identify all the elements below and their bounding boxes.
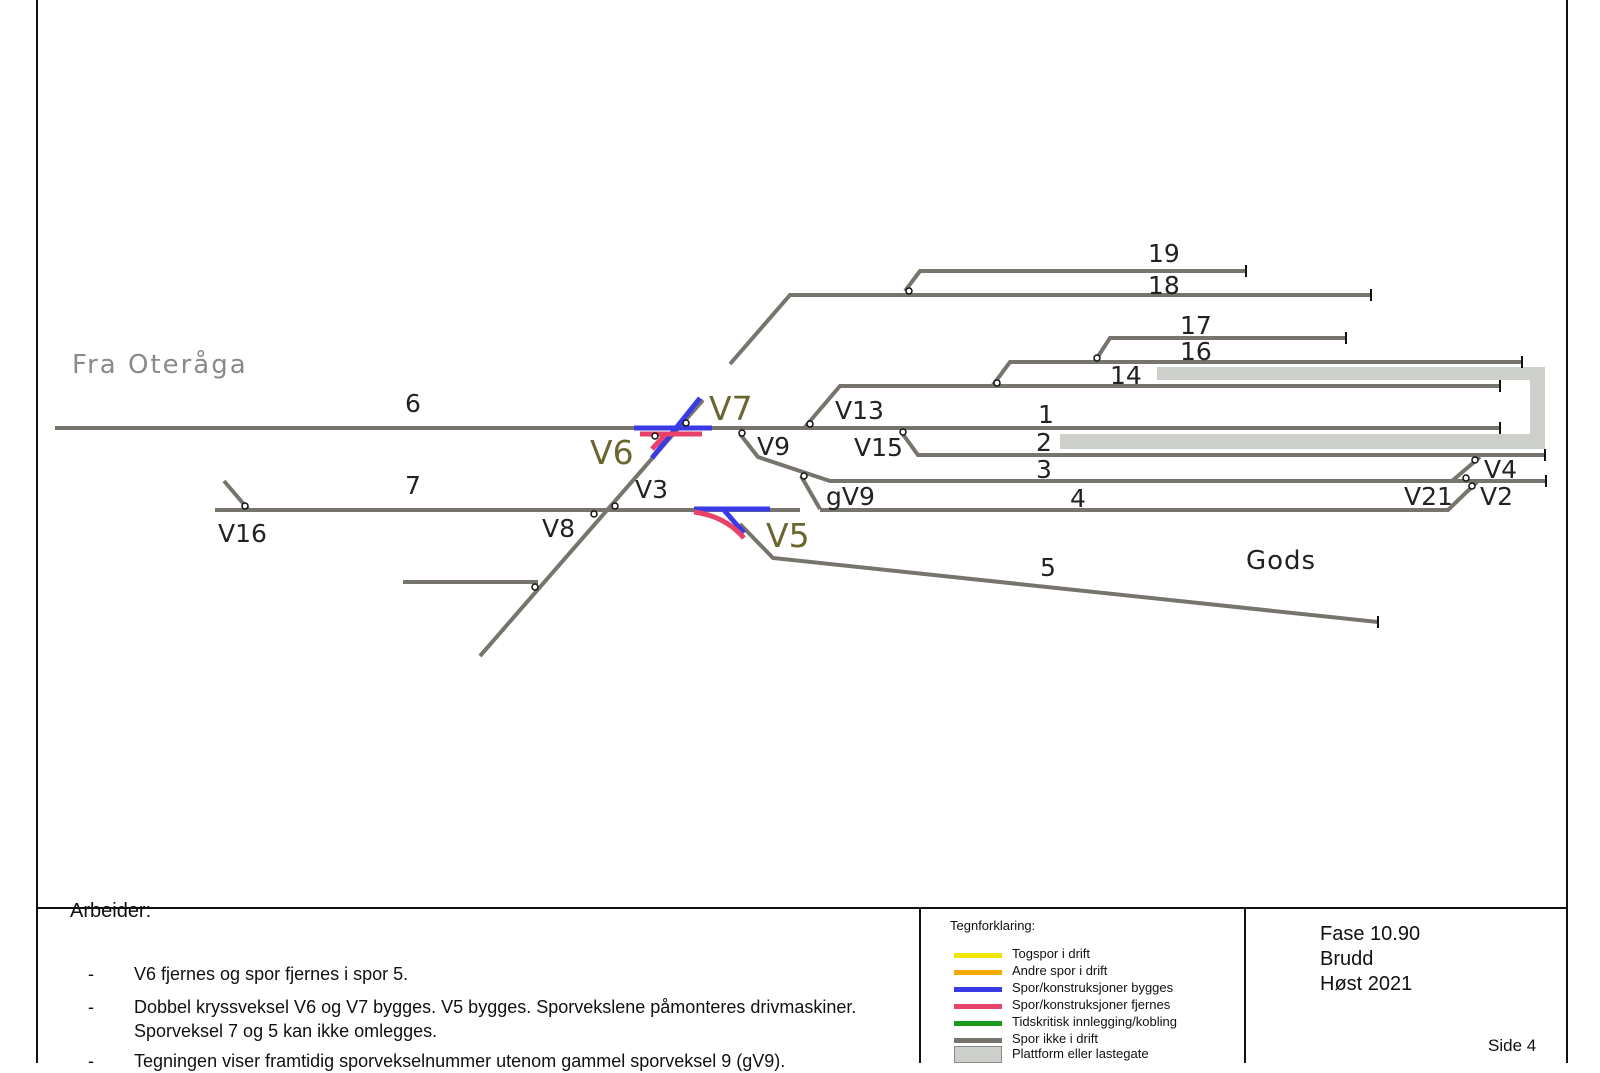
legend-label: Spor/konstruksjoner bygges [1012, 980, 1174, 995]
legend-swatch [954, 1021, 1002, 1026]
legend-swatch [954, 1038, 1002, 1043]
phase-block: Fase 10.90 Brudd Høst 2021 [1320, 922, 1420, 997]
work-item-text: V6 fjernes og spor fjernes i spor 5. [134, 964, 409, 984]
track-17 [1093, 336, 1346, 363]
list-dash: - [88, 1051, 94, 1071]
track-diagram: Fra Oteråga 19 18 17 16 14 6 1 2 3 7 4 5… [55, 239, 1547, 658]
phase-season: Høst 2021 [1320, 973, 1413, 995]
track-label-2: 2 [1036, 428, 1052, 457]
legend-label: Tidskritisk innlegging/kobling [1012, 1014, 1177, 1029]
legend-swatch [954, 1046, 1002, 1063]
switch-label-v16: V16 [218, 519, 267, 548]
work-item-text: Tegningen viser framtidig sporvekselnumm… [134, 1051, 786, 1071]
legend-label: Andre spor i drift [1012, 963, 1108, 978]
track-label-6: 6 [405, 389, 421, 418]
list-dash: - [88, 964, 94, 984]
track-label-1: 1 [1038, 400, 1054, 429]
switch-label-gv9: gV9 [826, 482, 875, 511]
list-dash: - [88, 997, 94, 1017]
track-gv9 [799, 475, 822, 510]
goods-label: Gods [1246, 546, 1316, 576]
legend-swatch [954, 970, 1002, 975]
switch-points [241, 287, 1479, 591]
switch-label-v21: V21 [1404, 482, 1453, 511]
tracks-not-in-service [55, 269, 1546, 658]
work-item-text: Dobbel kryssveksel V6 og V7 bygges. V5 b… [134, 997, 857, 1041]
track-16 [991, 360, 1522, 387]
switch-label-v7: V7 [709, 389, 753, 428]
constructions-removed [640, 431, 746, 540]
switch-label-v8: V8 [542, 514, 575, 543]
phase-number: Fase 10.90 [1320, 923, 1421, 945]
works-heading: Arbeider: [70, 900, 152, 922]
track-label-17: 17 [1180, 311, 1212, 340]
track-2 [900, 431, 1545, 457]
track-label-3: 3 [1036, 455, 1052, 484]
legend-label: Togspor i drift [1012, 946, 1091, 961]
switch-label-v9: V9 [757, 432, 790, 461]
track-label-5: 5 [1040, 553, 1056, 582]
legend-swatch [954, 953, 1002, 958]
track-14 [803, 384, 1500, 429]
switch-label-v15: V15 [854, 433, 903, 462]
legend-title: Tegnforklaring: [950, 918, 1036, 933]
phase-type: Brudd [1320, 948, 1374, 970]
track-4 [820, 479, 1480, 512]
track-end-ticks [1245, 265, 1547, 628]
switch-label-v4: V4 [1484, 455, 1517, 484]
origin-label: Fra Oteråga [72, 349, 248, 380]
track-label-16: 16 [1180, 337, 1212, 366]
switch-label-v2: V2 [1480, 482, 1513, 511]
legend-swatch [954, 987, 1002, 992]
constructions-built [634, 396, 770, 535]
track-label-4: 4 [1070, 484, 1086, 513]
legend-label: Plattform eller lastegate [1012, 1046, 1149, 1061]
track-label-7: 7 [405, 471, 421, 500]
switch-label-v13: V13 [835, 396, 884, 425]
track-label-14: 14 [1110, 361, 1142, 390]
track-3 [738, 432, 1546, 483]
track-label-18: 18 [1148, 271, 1180, 300]
switch-label-v6: V6 [590, 433, 634, 472]
platform-right [1060, 367, 1545, 449]
track-18 [728, 293, 1371, 366]
legend-label: Spor/konstruksjoner fjernes [1012, 997, 1171, 1012]
legend-label: Spor ikke i drift [1012, 1031, 1098, 1046]
track-5 [738, 522, 1379, 624]
switch-label-v3: V3 [635, 475, 668, 504]
switch-label-v5: V5 [766, 516, 810, 555]
page-number: Side 4 [1488, 1036, 1537, 1055]
track-label-19: 19 [1148, 239, 1180, 268]
legend-swatch [954, 1004, 1002, 1009]
track-19 [903, 269, 1246, 293]
